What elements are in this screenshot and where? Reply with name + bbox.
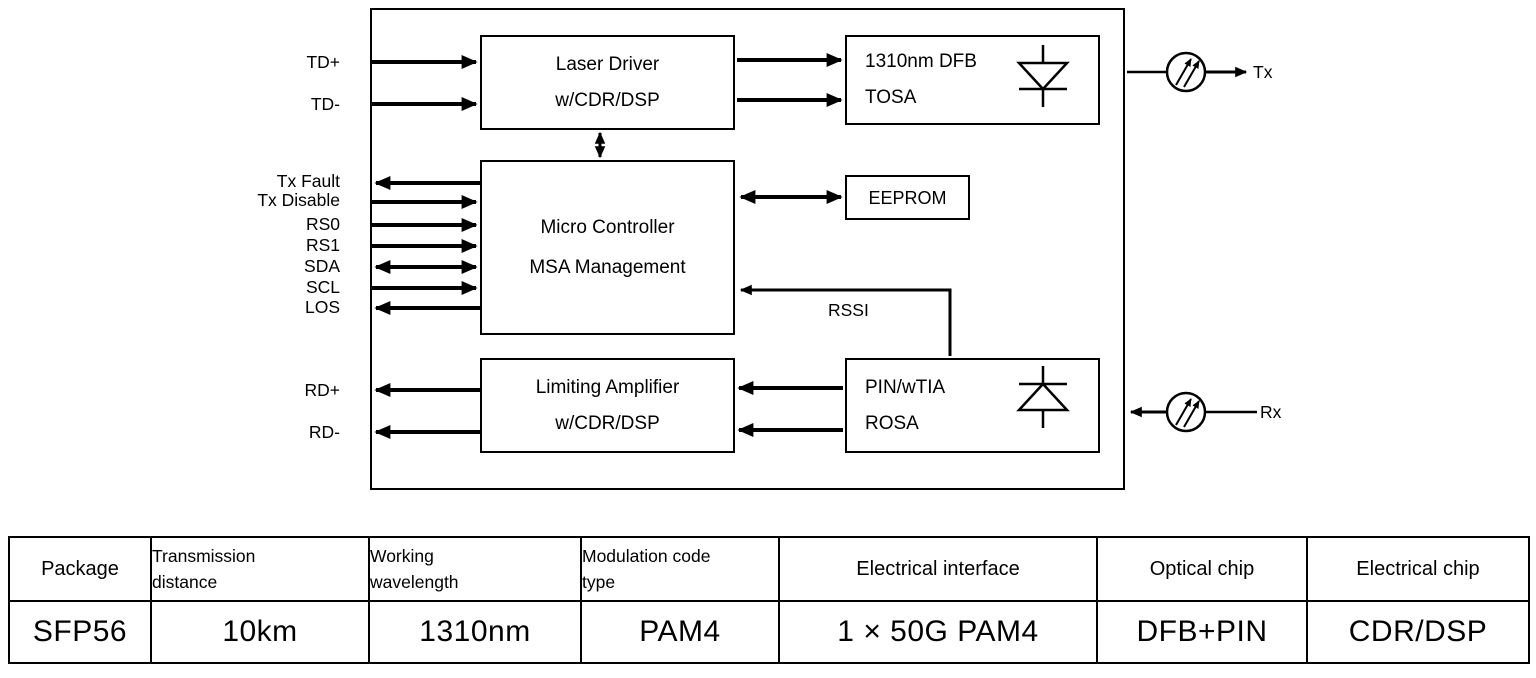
header-working-wavelength: Working wavelength <box>368 536 582 602</box>
signal-label-sda: SDA <box>304 256 340 276</box>
rx-optical-connector-icon <box>1129 391 1257 433</box>
signal-label-los: LOS <box>304 297 340 317</box>
signal-label-rs0: RS0 <box>305 214 340 234</box>
micro-controller-label-line2: MSA Management <box>529 256 686 278</box>
micro-controller-label-line1: Micro Controller <box>540 216 675 238</box>
value-electrical-chip: CDR/DSP <box>1306 600 1530 664</box>
header-modulation-code-type: Modulation code type <box>580 536 780 602</box>
tx-port-label: Tx <box>1253 62 1273 82</box>
tosa-label-line2: TOSA <box>865 87 917 108</box>
signal-label-rd-plus: RD+ <box>304 380 341 400</box>
header-electrical-interface: Electrical interface <box>778 536 1098 602</box>
eeprom-block: EEPROM <box>845 175 970 220</box>
header-package: Package <box>8 536 152 602</box>
spec-table: Package Transmission distance Working wa… <box>8 536 1530 664</box>
header-optical-chip: Optical chip <box>1096 536 1308 602</box>
header-electrical-chip: Electrical chip <box>1306 536 1530 602</box>
tosa-block: 1310nm DFB TOSA <box>845 35 1100 125</box>
signal-label-td-plus: TD+ <box>306 52 340 72</box>
limiting-amplifier-block: Limiting Amplifier w/CDR/DSP <box>480 358 735 453</box>
limiting-amplifier-label-line2: w/CDR/DSP <box>555 412 660 434</box>
rosa-label-line1: PIN/wTIA <box>865 376 946 398</box>
signal-label-td-minus: TD- <box>310 94 340 114</box>
eeprom-label: EEPROM <box>868 187 947 208</box>
rosa-block: PIN/wTIA ROSA <box>845 358 1100 453</box>
signal-label-scl: SCL <box>305 277 340 297</box>
laser-driver-label-line1: Laser Driver <box>555 53 660 75</box>
value-transmission-distance: 10km <box>150 600 370 664</box>
spec-table-header-row: Package Transmission distance Working wa… <box>8 536 1530 602</box>
value-optical-chip: DFB+PIN <box>1096 600 1308 664</box>
value-modulation-code-type: PAM4 <box>580 600 780 664</box>
tx-optical-connector-icon <box>1127 51 1248 93</box>
value-package: SFP56 <box>8 600 152 664</box>
signal-label-rd-minus: RD- <box>308 422 340 442</box>
limiting-amplifier-label-line1: Limiting Amplifier <box>535 376 680 398</box>
rosa-label-line2: ROSA <box>865 412 919 434</box>
laser-driver-block: Laser Driver w/CDR/DSP <box>480 35 735 130</box>
signal-label-tx-disable: Tx Disable <box>257 190 340 210</box>
value-electrical-interface: 1 × 50G PAM4 <box>778 600 1098 664</box>
signal-label-rs1: RS1 <box>305 235 340 255</box>
value-working-wavelength: 1310nm <box>368 600 582 664</box>
signal-label-tx-fault: Tx Fault <box>276 171 340 191</box>
header-transmission-distance: Transmission distance <box>150 536 370 602</box>
spec-table-value-row: SFP56 10km 1310nm PAM4 1 × 50G PAM4 DFB+… <box>8 600 1530 664</box>
laser-driver-label-line2: w/CDR/DSP <box>555 89 660 111</box>
rssi-label: RSSI <box>828 300 869 320</box>
tosa-label-line1: 1310nm DFB <box>865 51 977 72</box>
rx-port-label: Rx <box>1260 402 1282 422</box>
micro-controller-block: Micro Controller MSA Management <box>480 160 735 335</box>
